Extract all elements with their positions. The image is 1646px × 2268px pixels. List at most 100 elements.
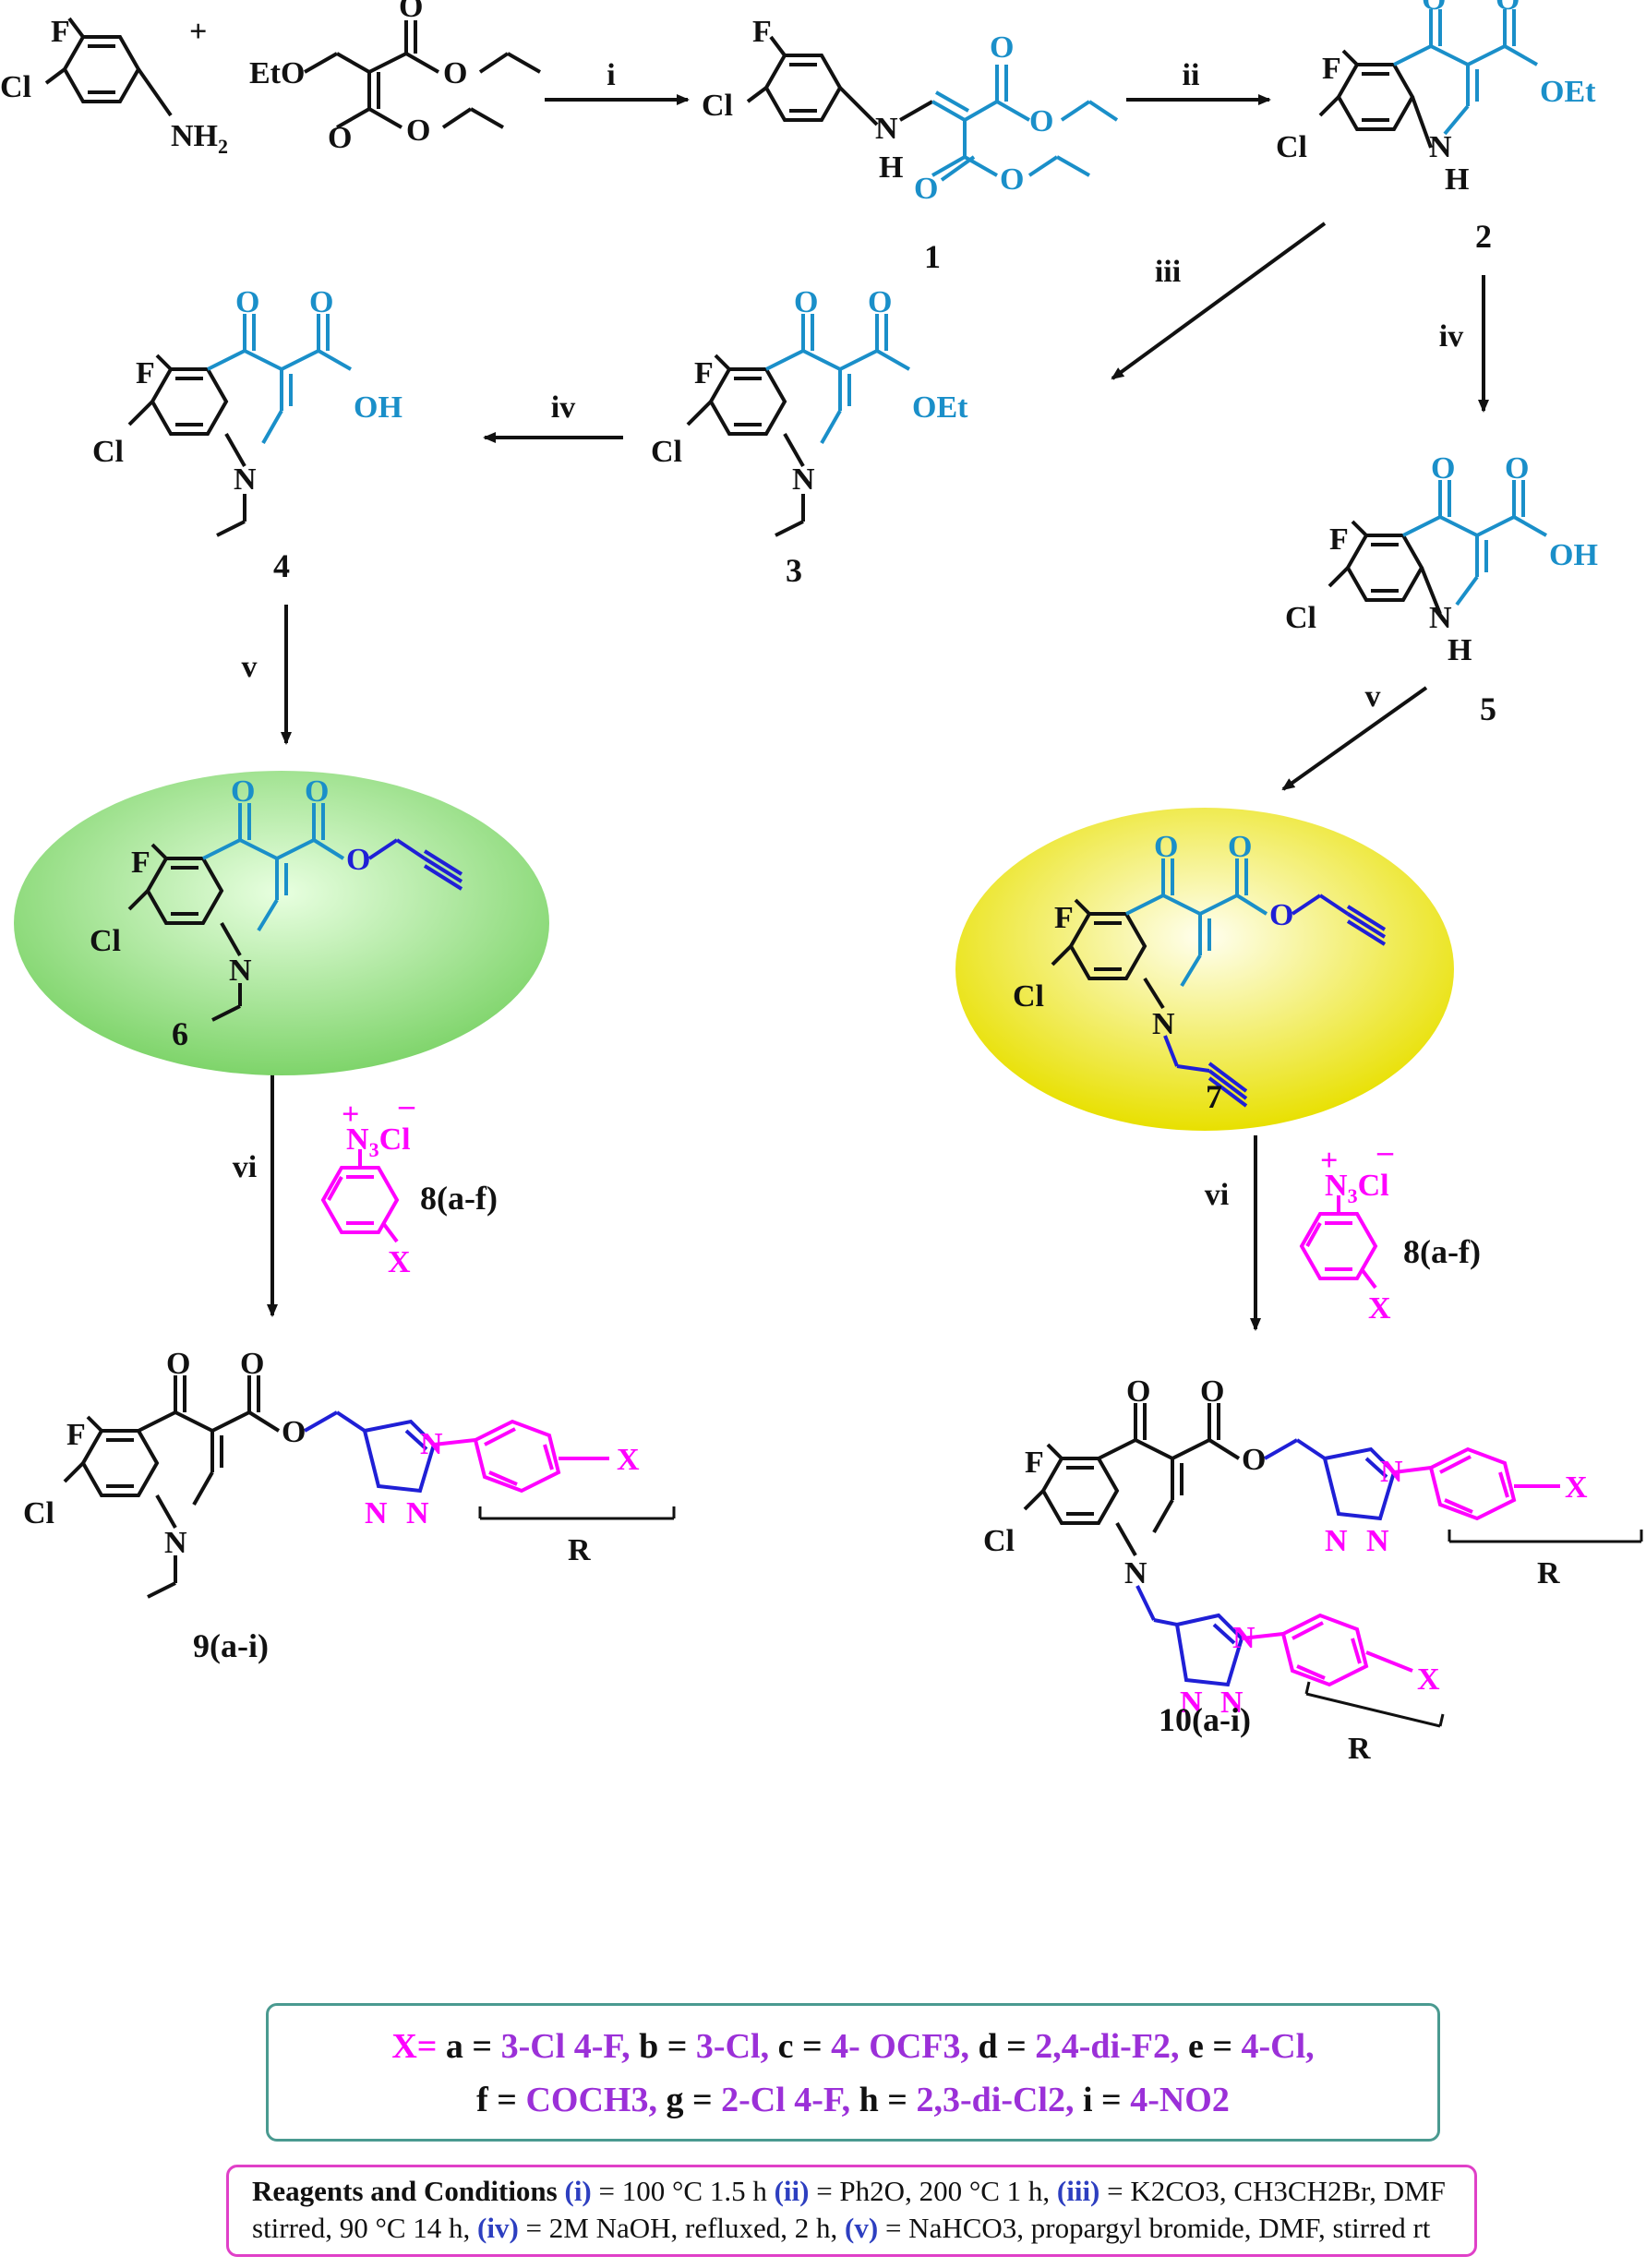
conditions-heading: Reagents and Conditions bbox=[252, 2175, 558, 2207]
atom-N: N bbox=[164, 1526, 187, 1560]
condition-text: = NaHCO3, propargyl bromide, DMF, stirre… bbox=[252, 2212, 1431, 2254]
legend-value: 3-Cl, bbox=[695, 2027, 770, 2066]
compound-7-highlight bbox=[955, 808, 1454, 1131]
azide-N3Cl: N3Cl bbox=[346, 1122, 411, 1161]
atom-O: O bbox=[1126, 1374, 1150, 1409]
legend-x-label: X= bbox=[391, 2027, 438, 2066]
azide-charge-plus: + bbox=[1320, 1144, 1338, 1178]
atom-N: N bbox=[229, 954, 252, 988]
legend-value: 4-NO2 bbox=[1130, 2081, 1230, 2119]
step-label-iv-b: iv bbox=[551, 390, 575, 425]
reagents-conditions-text: Reagents and Conditions (i) = 100 °C 1.5… bbox=[252, 2173, 1451, 2254]
atom-Cl: Cl bbox=[983, 1524, 1015, 1558]
atom-F: F bbox=[1054, 901, 1074, 935]
atom-O: O bbox=[1505, 451, 1529, 486]
condition-text: = CuSO4.5H2O, Sodium ascorbate, DMF/H2O … bbox=[252, 2249, 1370, 2254]
step-labels: i ii iii iv iv v v vi vi bbox=[233, 58, 1463, 1212]
legend-value: 4-Cl, bbox=[1241, 2027, 1315, 2066]
atom-O: O bbox=[235, 285, 259, 319]
compound-label-2: 2 bbox=[1475, 218, 1492, 255]
legend-key: e = bbox=[1188, 2027, 1233, 2066]
atom-Cl: Cl bbox=[702, 89, 733, 123]
triazole-N: N bbox=[365, 1496, 388, 1530]
atom-X: X bbox=[388, 1245, 411, 1279]
atom-Cl: Cl bbox=[23, 1496, 54, 1530]
atom-O: O bbox=[1029, 104, 1053, 138]
azide-charge-plus: + bbox=[342, 1098, 359, 1132]
condition-text: = 2M NaOH, refluxed, 2 h, bbox=[525, 2212, 838, 2244]
atom-O: O bbox=[914, 172, 938, 206]
legend-key: d = bbox=[978, 2027, 1027, 2066]
condition-key: (vi) bbox=[419, 2249, 461, 2254]
compound-label-4: 4 bbox=[273, 547, 290, 584]
atom-O: O bbox=[1269, 898, 1293, 932]
atom-N: N bbox=[1429, 130, 1452, 164]
compound-label-6: 6 bbox=[172, 1015, 188, 1052]
condition-text: = Ph2O, 200 °C 1 h, bbox=[816, 2175, 1051, 2207]
atom-OEt: OEt bbox=[1540, 75, 1596, 109]
compound-6-structure bbox=[127, 803, 463, 1022]
atom-O: O bbox=[399, 0, 423, 24]
step-label-v-a: v bbox=[242, 650, 258, 684]
legend-value: 2-Cl 4-F, bbox=[721, 2081, 851, 2119]
arrow-step-iii bbox=[1111, 222, 1327, 380]
legend-value: 2,3-di-Cl2, bbox=[916, 2081, 1075, 2119]
triazole-N: N bbox=[1380, 1455, 1403, 1489]
azide-reagent-b bbox=[1299, 1195, 1378, 1290]
atom-F: F bbox=[1025, 1446, 1044, 1480]
atom-O: O bbox=[346, 843, 370, 877]
atom-Cl: Cl bbox=[0, 70, 31, 104]
triazole-N: N bbox=[1232, 1621, 1256, 1655]
atom-F: F bbox=[136, 356, 155, 390]
compound-label-8a: 8(a-f) bbox=[420, 1180, 498, 1217]
compound-1-structure bbox=[746, 35, 933, 126]
atom-O: O bbox=[231, 774, 255, 809]
condition-key: (ii) bbox=[774, 2175, 810, 2207]
atom-O: O bbox=[1431, 451, 1455, 486]
step-label-vi-b: vi bbox=[1205, 1178, 1229, 1212]
azide-reagent-a bbox=[320, 1149, 400, 1243]
atom-F: F bbox=[694, 356, 714, 390]
triazole-N: N bbox=[1180, 1686, 1203, 1720]
atom-EtO: EtO bbox=[249, 56, 305, 90]
atom-N: N bbox=[792, 462, 815, 497]
legend-line-2: f = COCH3, g = 2-Cl 4-F, h = 2,3-di-Cl2,… bbox=[269, 2080, 1437, 2120]
triazole-N: N bbox=[420, 1427, 443, 1461]
atom-O: O bbox=[406, 114, 430, 148]
legend-key: f = bbox=[476, 2081, 517, 2119]
atom-Cl: Cl bbox=[1013, 979, 1044, 1014]
atom-O: O bbox=[1496, 0, 1520, 17]
atom-F: F bbox=[131, 846, 150, 880]
compound-1-malonate bbox=[931, 65, 1119, 182]
atom-O: O bbox=[794, 285, 818, 319]
atom-N: N bbox=[875, 112, 898, 146]
atom-R: R bbox=[1348, 1732, 1371, 1766]
atom-NH2: NH2 bbox=[171, 119, 228, 158]
atom-N: N bbox=[1152, 1007, 1175, 1041]
atom-OH: OH bbox=[354, 390, 402, 425]
atom-N: N bbox=[1429, 601, 1452, 635]
compound-label-7: 7 bbox=[1206, 1078, 1222, 1115]
step-label-ii: ii bbox=[1183, 58, 1200, 92]
compound-label-10: 10(a-i) bbox=[1159, 1701, 1251, 1738]
compound-label-1: 1 bbox=[924, 238, 941, 275]
azide-charge-minus: – bbox=[398, 1088, 415, 1122]
legend-value: 4- OCF3, bbox=[831, 2027, 969, 2066]
legend-key: c = bbox=[777, 2027, 823, 2066]
atom-O: O bbox=[990, 30, 1014, 65]
triazole-N: N bbox=[1325, 1524, 1348, 1558]
condition-key: (iii) bbox=[1056, 2175, 1100, 2207]
atom-O: O bbox=[1200, 1374, 1224, 1409]
atom-H: H bbox=[879, 150, 903, 185]
compound-label-8b: 8(a-f) bbox=[1403, 1233, 1481, 1270]
atom-O: O bbox=[328, 121, 352, 155]
atom-O: O bbox=[1000, 162, 1024, 197]
compound-2-structure bbox=[1318, 9, 1538, 149]
compound-label-9: 9(a-i) bbox=[193, 1627, 269, 1664]
atom-Cl: Cl bbox=[92, 435, 124, 469]
condition-key: (v) bbox=[845, 2212, 879, 2244]
starting-material-aniline bbox=[44, 17, 173, 117]
step-label-iii: iii bbox=[1155, 255, 1181, 289]
atom-O: O bbox=[282, 1415, 306, 1449]
